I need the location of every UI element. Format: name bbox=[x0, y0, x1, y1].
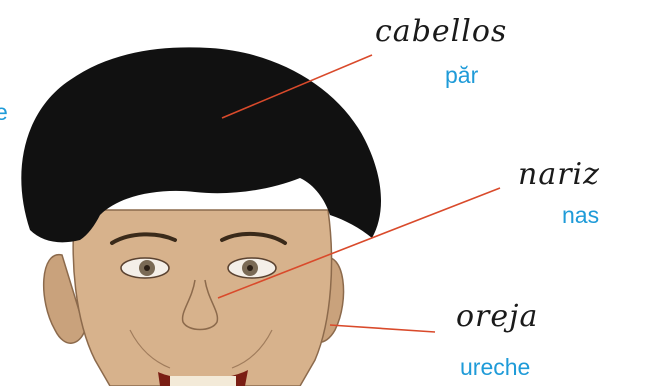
label-ear-romanian: ureche bbox=[460, 356, 530, 379]
right-pupil bbox=[247, 265, 253, 271]
teeth bbox=[170, 376, 236, 386]
label-hair-spanish: cabellos bbox=[375, 17, 507, 47]
label-hair-romanian: păr bbox=[445, 64, 478, 87]
label-nose-spanish: nariz bbox=[518, 160, 600, 190]
label-partial-left: e bbox=[0, 101, 8, 124]
ear-leader-line bbox=[330, 325, 435, 332]
face-skin bbox=[73, 210, 331, 386]
left-pupil bbox=[144, 265, 150, 271]
label-nose-romanian: nas bbox=[562, 204, 599, 227]
label-ear-spanish: oreja bbox=[456, 302, 538, 332]
